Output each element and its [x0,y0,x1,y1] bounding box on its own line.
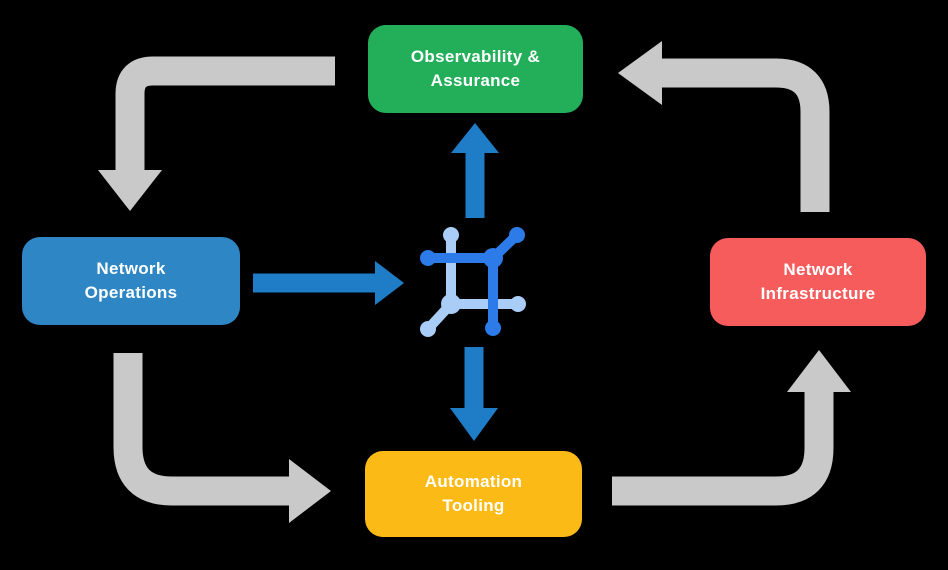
node-label-line: Network [96,259,166,279]
cycle-arrow-operations-to-automation [113,353,331,523]
network-hub-icon-light-part [420,227,526,337]
network-hub-icon [420,227,526,337]
cycle-arrow-infrastructure-to-observability [618,41,830,212]
node-label-line: Operations [84,283,178,302]
cycle-arrow-observability-to-operations [98,56,335,211]
node-automation-tooling: Automation Tooling [365,451,582,537]
hub-arrow-operations-to-icon [253,261,404,305]
node-observability-assurance: Observability & Assurance [368,25,583,113]
network-hub-icon-dark-part [420,227,525,336]
node-label-line: Infrastructure [760,284,876,303]
node-network-operations: Network Operations [22,237,240,325]
hub-arrow-icon-to-observability [451,123,499,218]
cycle-arrow-automation-to-infrastructure [612,350,851,506]
hub-arrow-icon-to-automation [450,347,498,441]
node-label-line: Tooling [442,496,505,515]
node-network-infrastructure: Network Infrastructure [710,238,926,326]
node-label-line: Observability & [410,47,541,67]
node-label-line: Network [783,260,853,280]
node-label-line: Automation [424,472,523,492]
node-label-line: Assurance [430,71,521,90]
